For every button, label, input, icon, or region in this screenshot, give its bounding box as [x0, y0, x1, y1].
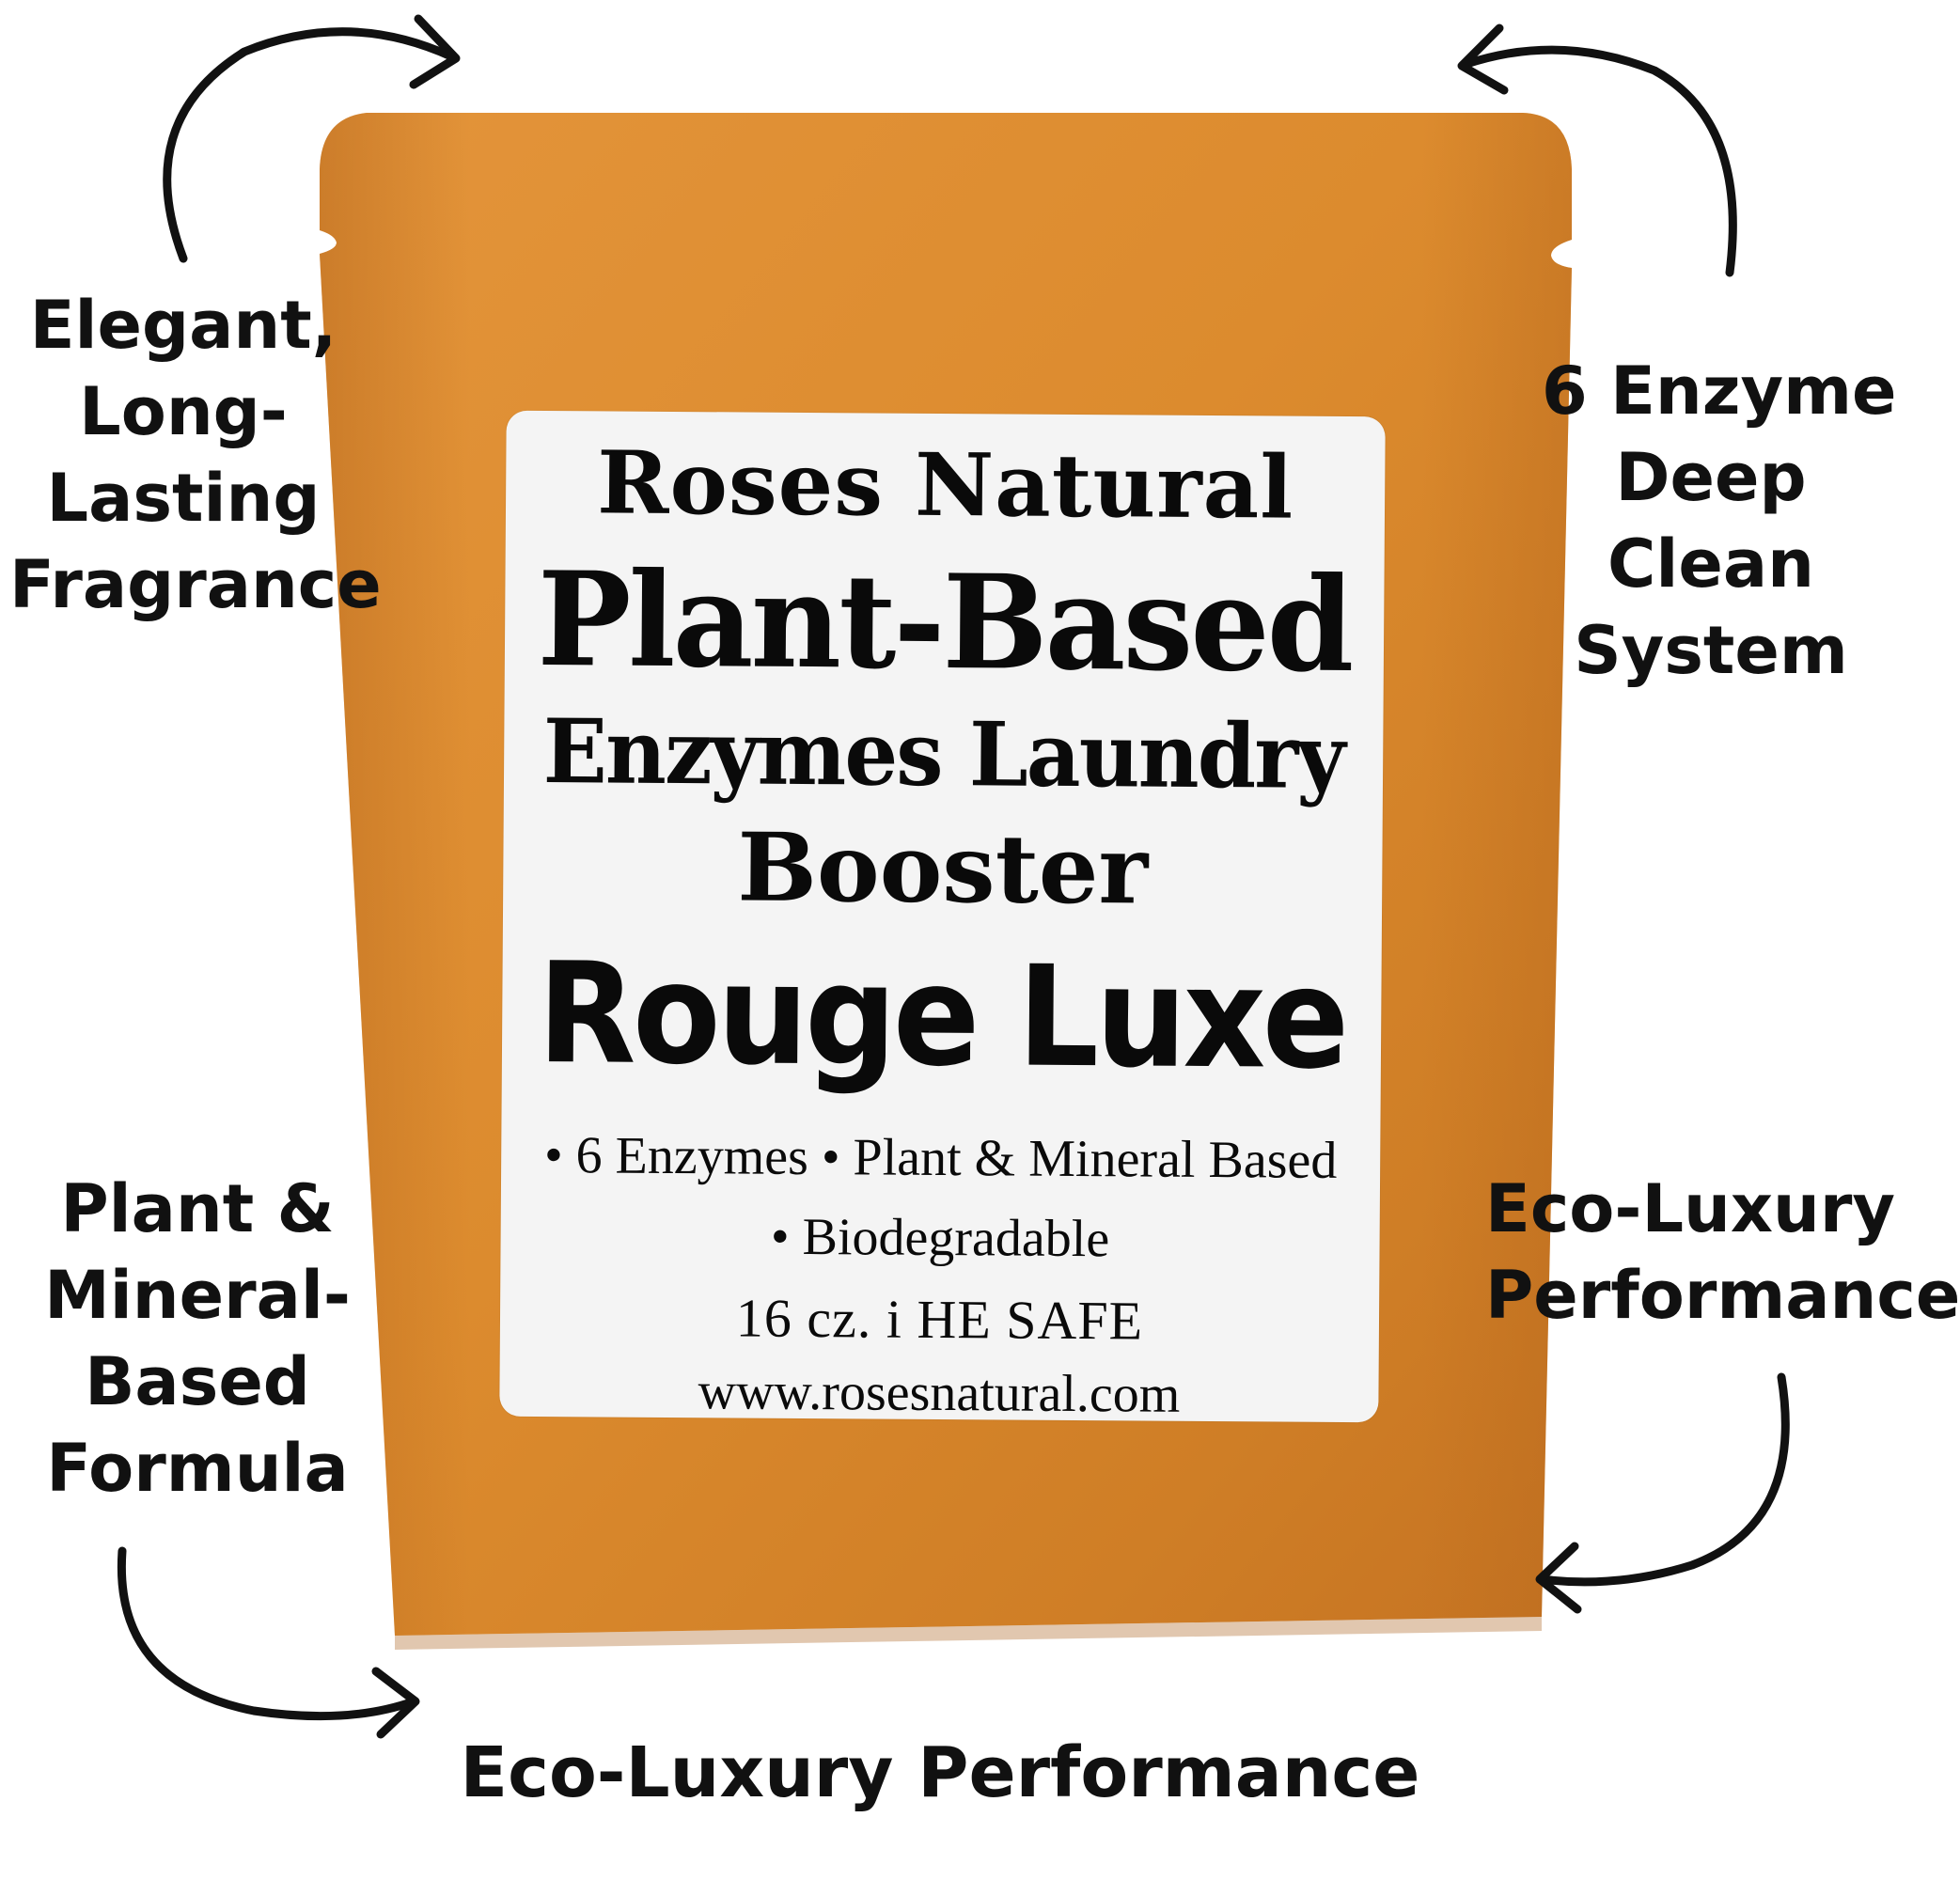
product-infographic: Roses Natural Plant-Based Enzymes Laundr… [0, 14, 1960, 1816]
callout-line: Formula [46, 1430, 349, 1507]
variant-name: Rouge Luxe [537, 932, 1347, 1100]
callout-line: Based [85, 1343, 310, 1420]
size-info: 16 cz. i HE SAFE [735, 1287, 1144, 1352]
callout-fragrance: Elegant, Long- Lasting Fragrance [9, 282, 382, 628]
callout-line: Performance [1485, 1257, 1960, 1334]
features-line2: • Biodegradable [770, 1207, 1110, 1269]
callout-enzyme-system: 6 Enzyme Deep Clean System [1542, 348, 1897, 694]
callout-line: Elegant, [29, 287, 337, 364]
callout-performance: Eco-Luxury Performance [1485, 1166, 1960, 1339]
product-label: Roses Natural Plant-Based Enzymes Laundr… [499, 410, 1386, 1424]
callout-line: Eco-Luxury [1485, 1170, 1896, 1247]
callout-line: Plant & [60, 1170, 335, 1247]
callout-line: Long- [79, 373, 288, 450]
product-name-line1: Enzymes Laundry [542, 700, 1344, 809]
callout-line: Clean [1607, 525, 1814, 603]
callout-line: 6 Enzyme [1542, 352, 1897, 430]
product-name-line2: Booster [737, 811, 1149, 926]
callout-line: Deep [1615, 439, 1807, 516]
callout-formula: Plant & Mineral- Based Formula [38, 1166, 357, 1512]
website-url: www.rosesnatural.com [698, 1362, 1181, 1424]
callout-line: Lasting [46, 460, 321, 537]
callout-line: Mineral- [44, 1257, 351, 1334]
callout-line: Eco-Luxury Performance [460, 1732, 1420, 1813]
headline: Plant-Based [537, 541, 1353, 702]
features-line1: • 6 Enzymes • Plant & Mineral Based [543, 1126, 1338, 1190]
brand-name: Roses Natural [596, 431, 1294, 539]
callout-line: Fragrance [9, 546, 382, 623]
callout-line: System [1574, 612, 1848, 689]
callout-bottom-tagline: Eco-Luxury Performance [0, 1730, 1880, 1816]
